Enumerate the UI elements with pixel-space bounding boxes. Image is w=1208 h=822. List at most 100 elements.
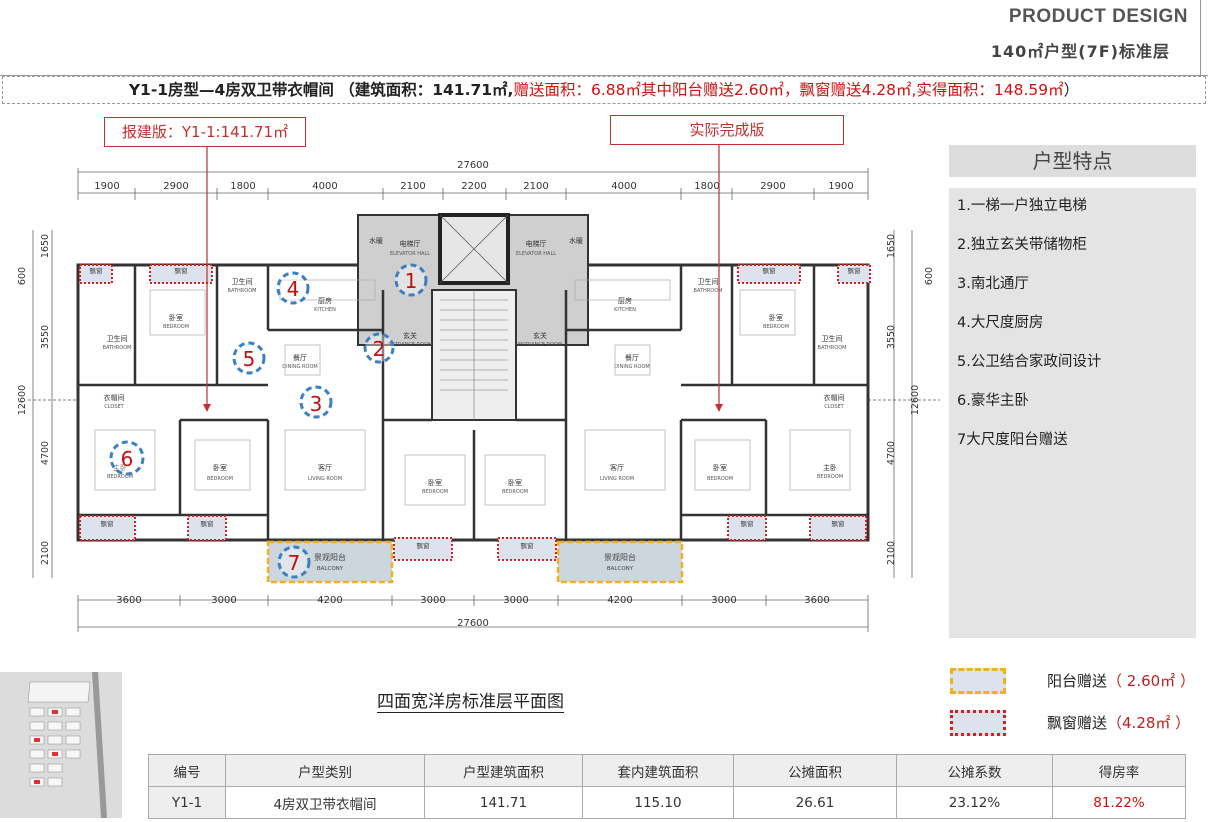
dim-label: 3000	[503, 595, 528, 606]
room-label-en: ENTRANCE ROOM	[388, 342, 432, 348]
summary-part1: Y1-1房型—4房双卫带衣帽间 （建筑面积：141.71㎡,	[128, 81, 514, 99]
legend-balcony-value: （ 2.60㎡ ）	[1107, 672, 1195, 690]
room-label-en: BEDROOM	[707, 476, 733, 482]
dim-label: 3000	[420, 595, 445, 606]
room-label-en: CLOSET	[104, 404, 124, 410]
dim-label: 1650	[886, 234, 897, 258]
room-label-kitchen: 厨房	[318, 296, 332, 305]
dim-label: 2900	[760, 181, 785, 192]
bottom-total-dim: 27600	[457, 618, 489, 629]
unit-summary: Y1-1房型—4房双卫带衣帽间 （建筑面积：141.71㎡,赠送面积：6.88㎡…	[2, 76, 1206, 104]
legend-bay-label: 飘窗赠送	[1047, 714, 1108, 732]
bay-windows	[79, 264, 871, 561]
feature-markers: 1 2 3 4 5 6 7	[109, 263, 428, 579]
page-subtitle: 140㎡户型(7F)标准层	[990, 42, 1170, 61]
room-label-water: 水暖	[369, 236, 383, 245]
room-label-dining: 餐厅	[293, 353, 307, 362]
room-label-bay: 飘窗	[832, 519, 845, 528]
room-label-master: 主卧	[823, 463, 837, 472]
room-label-bay: 飘窗	[741, 519, 754, 528]
room-label-elevator-hall: 电梯厅	[400, 239, 421, 248]
marker-4: 4	[276, 271, 310, 305]
dim-label: 2100	[40, 541, 51, 565]
room-label-dining: 餐厅	[625, 353, 639, 362]
svg-text:6: 6	[121, 447, 134, 471]
plan-caption: 四面宽洋房标准层平面图	[377, 687, 564, 713]
summary-part3: ）	[1063, 81, 1080, 99]
dim-label: 4700	[40, 441, 51, 465]
room-label-en: LIVING ROOM	[308, 476, 342, 482]
dim-label: 2200	[461, 181, 486, 192]
top-total-dim: 27600	[457, 160, 489, 171]
room-label-bedroom: 卧室	[169, 313, 183, 322]
marker-2: 2	[363, 332, 395, 364]
table-row: Y1-1 4房双卫带衣帽间 141.71 115.10 26.61 23.12%…	[148, 786, 1186, 819]
room-label-en: ELEVATOR HALL	[390, 251, 430, 257]
room-label-balcony: 景观阳台	[314, 552, 346, 562]
dim-label: 3600	[804, 595, 829, 606]
legend-balcony-label: 阳台赠送	[1047, 672, 1108, 690]
building-walls	[76, 213, 870, 542]
marker-5: 5	[232, 341, 266, 375]
room-label-balcony-en: BALCONY	[607, 566, 634, 572]
dim-label: 4000	[611, 181, 636, 192]
dim-label: 3000	[211, 595, 236, 606]
dim-label: 3600	[116, 595, 141, 606]
room-label-en: CLOSET	[824, 404, 844, 410]
table-header-cell: 户型类别	[225, 754, 425, 787]
area-table: 编号 户型类别 户型建筑面积 套内建筑面积 公摊面积 公摊系数 得房率 Y1-1…	[148, 754, 1186, 819]
floor-plan: 27600 1900 2900 1800 4000 2100 2200 2100…	[17, 144, 940, 632]
page-title: PRODUCT DESIGN	[1008, 6, 1188, 27]
feature-item: 7大尺度阳台赠送	[957, 432, 1068, 448]
room-label-balcony-en: BALCONY	[317, 566, 344, 572]
marker-7: 7	[277, 545, 311, 579]
dim-label: 2100	[400, 181, 425, 192]
room-label-master: 主卧	[113, 463, 127, 472]
room-label-kitchen: 厨房	[618, 296, 632, 305]
marker-1: 1	[394, 263, 428, 297]
table-cell: Y1-1	[148, 786, 226, 819]
legend-bay-text: 飘窗赠送（4.28㎡ ）	[1047, 712, 1190, 733]
feature-item: 6.豪华主卧	[957, 393, 1029, 409]
features-list: 1.一梯一户独立电梯 2.独立玄关带储物柜 3.南北通厅 4.大尺度厨房 5.公…	[949, 188, 1196, 638]
legend-balcony-text: 阳台赠送（ 2.60㎡ ）	[1047, 670, 1195, 691]
feature-item: 3.南北通厅	[957, 276, 1029, 292]
svg-text:5: 5	[243, 347, 256, 371]
features-title: 户型特点	[949, 145, 1196, 177]
room-label-balcony: 景观阳台	[604, 552, 636, 562]
feature-item: 1.一梯一户独立电梯	[957, 198, 1087, 214]
room-label-bay: 飘窗	[201, 519, 214, 528]
room-label-bedroom: 卧室	[428, 478, 442, 487]
room-label-en: BEDROOM	[502, 489, 528, 495]
dim-label: 1800	[694, 181, 719, 192]
room-label-bay: 飘窗	[175, 266, 188, 275]
tag-final-version: 实际完成版	[610, 115, 844, 145]
dim-label: 4000	[312, 181, 337, 192]
table-header-cell: 公摊系数	[896, 754, 1053, 787]
balconies: 景观阳台 BALCONY 景观阳台 BALCONY	[266, 540, 684, 584]
tag-approval-version: 报建版：Y1-1:141.71㎡	[104, 117, 306, 147]
room-label-en: BATHROOM	[818, 345, 847, 351]
feature-item: 2.独立玄关带储物柜	[957, 237, 1087, 253]
room-label-closet: 衣帽间	[104, 393, 125, 402]
dim-label: 12600	[17, 385, 28, 415]
svg-text:4: 4	[287, 277, 300, 301]
table-cell: 23.12%	[896, 786, 1053, 819]
table-header-row: 编号 户型类别 户型建筑面积 套内建筑面积 公摊面积 公摊系数 得房率	[148, 754, 1186, 787]
dim-label: 12600	[910, 385, 921, 415]
room-label-bay: 飘窗	[848, 266, 861, 275]
room-label-living: 客厅	[318, 463, 332, 472]
svg-text:3: 3	[310, 392, 323, 416]
table-header-cell: 套内建筑面积	[582, 754, 734, 787]
room-label-bedroom: 卧室	[713, 463, 727, 472]
site-plan-thumbnail	[0, 671, 122, 819]
table-header-cell: 公摊面积	[733, 754, 897, 787]
room-label-bedroom: 卧室	[508, 478, 522, 487]
room-label-en: BATHROOM	[694, 288, 723, 294]
dim-label: 1900	[828, 181, 853, 192]
guide-arrows	[203, 144, 723, 412]
room-label-en: ELEVATOR HALL	[516, 251, 556, 257]
dim-label: 4700	[886, 441, 897, 465]
table-cell: 115.10	[582, 786, 734, 819]
room-label-bedroom: 卧室	[213, 463, 227, 472]
